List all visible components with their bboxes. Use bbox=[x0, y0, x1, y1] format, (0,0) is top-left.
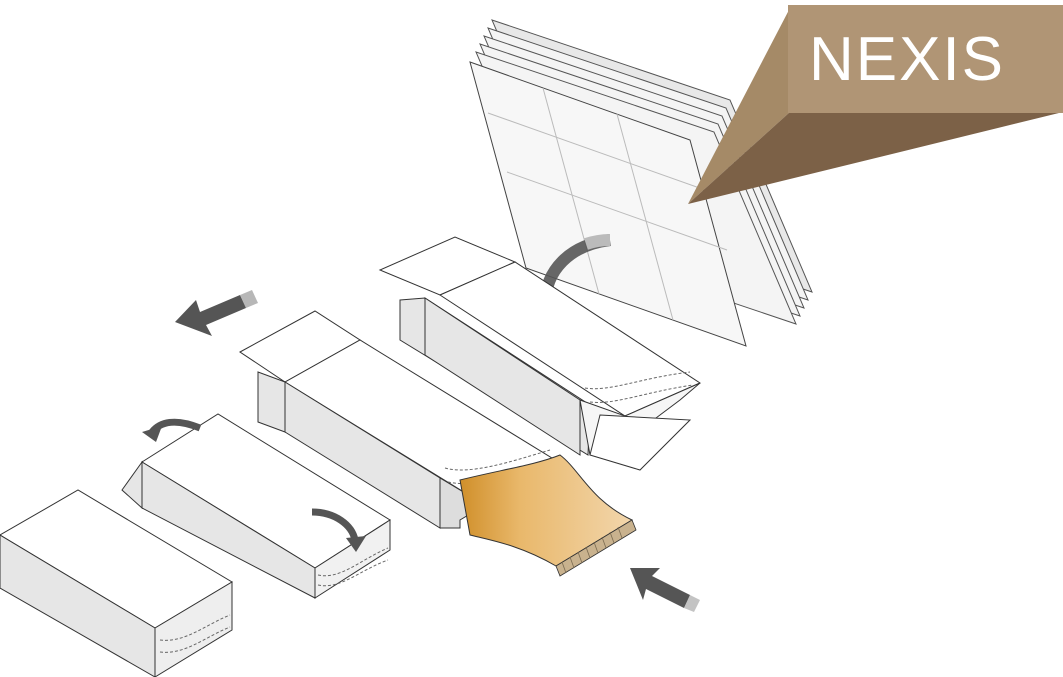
open-carton bbox=[378, 236, 702, 471]
brand-tag-pointer bbox=[688, 8, 790, 204]
brand-name: NEXIS bbox=[809, 25, 1005, 94]
arrow-fold-icon bbox=[142, 418, 366, 552]
arrow-left-icon bbox=[175, 290, 258, 336]
brand-tag-pointer-shadow bbox=[688, 112, 1063, 204]
brand-tag: NEXIS bbox=[688, 5, 1063, 204]
closing-carton bbox=[121, 413, 391, 599]
front-sheet bbox=[469, 61, 747, 347]
finished-carton bbox=[0, 489, 233, 677]
sheet-stack bbox=[469, 19, 813, 347]
brand-tag-face bbox=[788, 5, 1063, 113]
product-insert bbox=[459, 454, 637, 577]
arrow-insert-icon bbox=[630, 568, 700, 612]
